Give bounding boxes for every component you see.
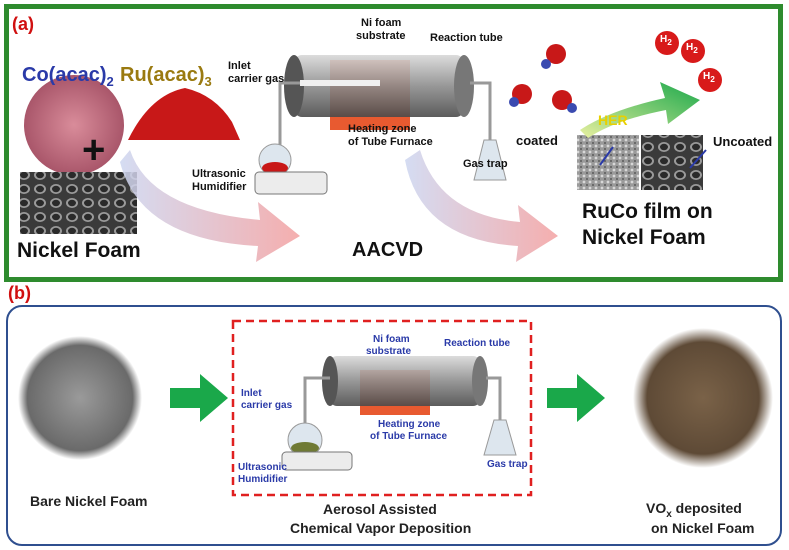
gas-trap-label-b: Gas trap <box>487 459 528 470</box>
h2-label-1: H2 <box>660 34 672 47</box>
reaction-tube-label: Reaction tube <box>430 32 503 44</box>
her-arrow <box>580 82 700 138</box>
water-molecules <box>509 44 577 113</box>
aacvd-label: AACVD <box>352 239 424 261</box>
gas-trap-flask-b <box>483 419 517 456</box>
coated-foam-image <box>577 135 639 190</box>
tube-furnace-label-b: of Tube Furnace <box>370 431 448 442</box>
cobalt-powder <box>24 75 124 175</box>
bare-nickel-foam-image <box>18 336 142 460</box>
ni-foam-label: Ni foam <box>361 17 402 29</box>
h2-label-2: H2 <box>686 42 698 55</box>
product-line-2: Nickel Foam <box>582 226 706 249</box>
coated-label: coated <box>516 133 558 148</box>
vox-foam-image <box>633 328 773 468</box>
substrate-label: substrate <box>356 30 406 42</box>
ultrasonic-humidifier <box>254 171 328 195</box>
uncoated-label: Uncoated <box>713 134 773 149</box>
inlet-label: Inlet <box>228 60 251 72</box>
pale-arrow-2 <box>405 150 558 262</box>
inlet-label-b: Inlet <box>241 388 262 399</box>
green-arrow-1 <box>170 374 228 422</box>
substrate-label-b: substrate <box>366 346 412 357</box>
her-label: HER <box>598 112 628 128</box>
heating-zone-label: Heating zone <box>348 123 417 135</box>
ruthenium-precursor-label: Ru(acac)3 <box>120 64 212 89</box>
plus-sign: + <box>82 128 106 172</box>
vox-product-line-1: VOx deposited <box>646 500 742 520</box>
pale-arrow-1 <box>120 150 300 262</box>
gas-trap-flask <box>473 139 507 181</box>
cobalt-precursor-label: Co(acac)2 <box>22 64 114 89</box>
ultrasonic-label-b: Ultrasonic <box>238 462 287 473</box>
ultrasonic-label: Ultrasonic <box>192 168 246 180</box>
reaction-tube-label-b: Reaction tube <box>444 338 511 349</box>
gas-trap-label: Gas trap <box>463 158 508 170</box>
method-line-2: Chemical Vapor Deposition <box>290 520 472 536</box>
ni-foam-label-b: Ni foam <box>373 334 410 345</box>
humidifier-label: Humidifier <box>192 181 247 193</box>
nickel-foam-label: Nickel Foam <box>17 239 141 262</box>
bare-nickel-foam-label: Bare Nickel Foam <box>30 493 148 509</box>
tube-furnace-label: of Tube Furnace <box>348 136 433 148</box>
h2-label-3: H2 <box>703 71 715 84</box>
nickel-foam-image <box>20 172 137 234</box>
panel-a-label: (a) <box>12 14 34 34</box>
humidifier-label-b: Humidifier <box>238 474 288 485</box>
panel-b-label: (b) <box>8 283 31 303</box>
panel-b-frame <box>6 305 782 546</box>
heating-zone-label-b: Heating zone <box>378 419 441 430</box>
method-line-1: Aerosol Assisted <box>323 501 437 517</box>
ultrasonic-humidifier-b <box>281 451 353 471</box>
carrier-gas-label-b: carrier gas <box>241 400 293 411</box>
product-line-1: RuCo film on <box>582 200 713 223</box>
green-arrow-2 <box>547 374 605 422</box>
ruthenium-powder <box>128 88 240 140</box>
carrier-gas-label: carrier gas <box>228 73 285 85</box>
aacvd-dashed-box <box>231 319 533 497</box>
vox-product-line-2: on Nickel Foam <box>651 520 755 536</box>
reaction-tube-b <box>330 356 480 406</box>
uncoated-foam-image <box>641 135 703 190</box>
hydrogen-molecules <box>655 31 722 92</box>
